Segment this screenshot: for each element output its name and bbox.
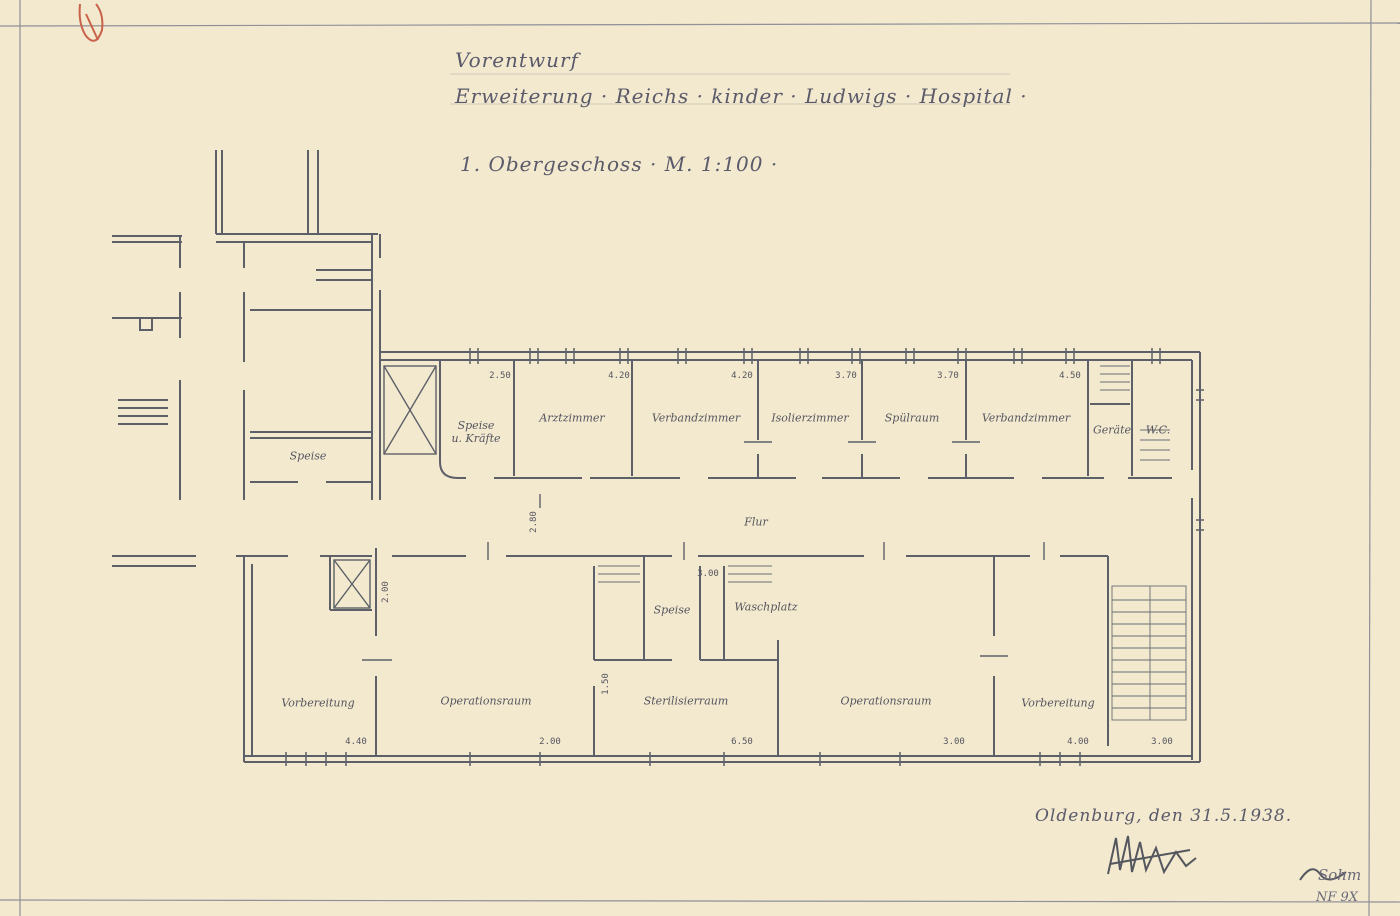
- room-label: Vorbereitung: [281, 696, 355, 710]
- signature: [1107, 835, 1347, 881]
- dimension-label: 3.70: [835, 371, 857, 381]
- room-label: Sterilisierraum: [643, 694, 729, 708]
- header-project: Erweiterung · Reichs · kinder · Ludwigs …: [455, 84, 1028, 108]
- place-date: Oldenburg, den 31.5.1938.: [1035, 806, 1293, 826]
- dimension-label: 3.00: [697, 569, 719, 579]
- room-label: Waschplatz: [734, 600, 798, 614]
- room-label: Speise: [289, 449, 327, 463]
- room-label: Operationsraum: [440, 694, 532, 708]
- room-label: Operationsraum: [840, 694, 932, 708]
- room-label: Vorbereitung: [1021, 696, 1095, 710]
- dimension-label: 3.00: [943, 737, 965, 747]
- room-label: W.C.: [1145, 423, 1171, 437]
- staircase: [598, 365, 1187, 721]
- walls: [112, 150, 1201, 763]
- dimension-label: 4.20: [731, 371, 753, 381]
- room-label: Verbandzimmer: [981, 411, 1071, 425]
- corridor-width-dimension: 2.80: [529, 511, 539, 533]
- header-guidelines: [450, 73, 1010, 105]
- dimension-label: 3.70: [937, 371, 959, 381]
- room-label: Arztzimmer: [539, 411, 605, 425]
- dimension-label: 1.50: [601, 673, 611, 695]
- dimension-label: 2.00: [539, 737, 561, 747]
- header-title: Vorentwurf: [455, 48, 579, 72]
- room-label: Spülraum: [884, 411, 940, 425]
- room-label: Speise u. Kräfte: [451, 419, 501, 445]
- door-marks: [362, 441, 1045, 661]
- corridor-label: Flur: [744, 515, 768, 529]
- archive-initials: Sohm: [1318, 866, 1362, 884]
- window-marks: [285, 348, 1204, 766]
- archive-reference: NF 9X: [1316, 890, 1359, 905]
- dimension-label: 2.50: [489, 371, 511, 381]
- red-pencil-mark: [78, 3, 104, 42]
- room-label: Isolierzimmer: [771, 411, 849, 425]
- room-label: Geräte: [1092, 423, 1132, 437]
- header-floor-scale: 1. Obergeschoss · M. 1:100 ·: [460, 152, 779, 176]
- dimension-label: 4.40: [345, 737, 367, 747]
- lift-shaft: [333, 365, 437, 609]
- dimension-label: 4.50: [1059, 371, 1081, 381]
- dimension-label: 4.20: [608, 371, 630, 381]
- room-label: Speise: [653, 603, 691, 617]
- dimension-label: 2.00: [381, 581, 391, 603]
- room-label: Verbandzimmer: [651, 411, 741, 425]
- dimension-label: 3.00: [1151, 737, 1173, 747]
- dimension-label: 4.00: [1067, 737, 1089, 747]
- dimension-label: 6.50: [731, 737, 753, 747]
